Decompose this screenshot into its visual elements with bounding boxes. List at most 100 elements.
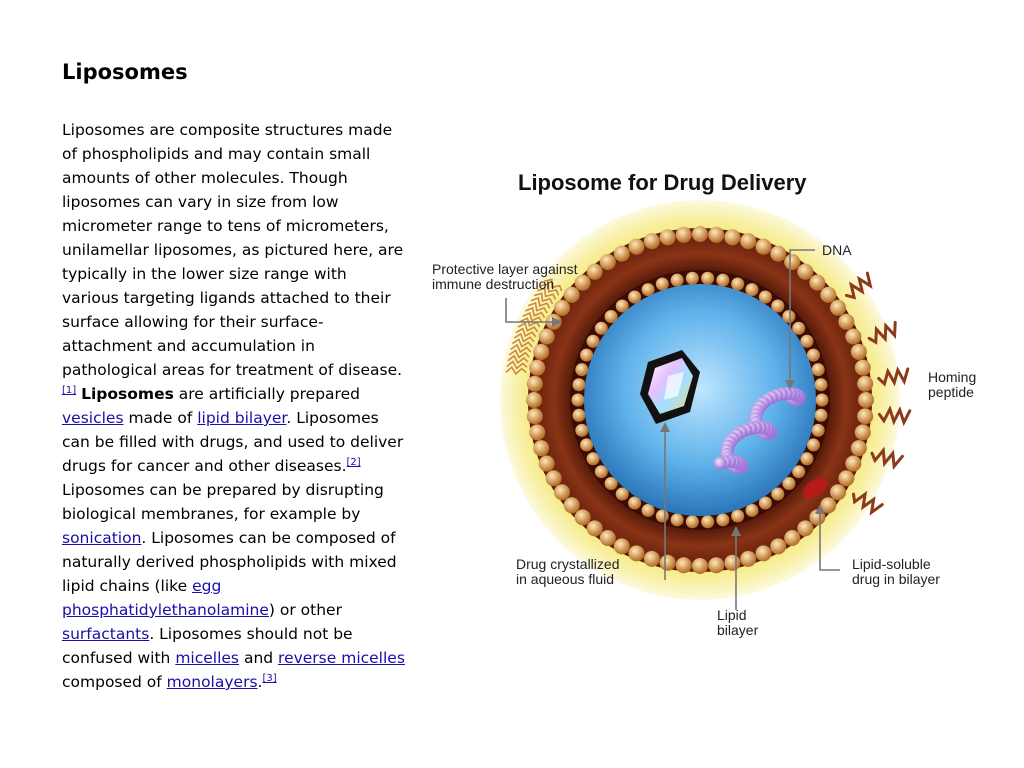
lipid-head xyxy=(716,273,730,287)
polymer-strand xyxy=(507,354,529,365)
lipid-head xyxy=(820,286,837,303)
label-drug-crystallized: Drug crystallized in aqueous fluid xyxy=(516,556,620,587)
lipid-head xyxy=(854,424,871,441)
figure-title: Liposome for Drug Delivery xyxy=(518,170,807,195)
inner-lipid-heads xyxy=(571,271,829,529)
lipid-head xyxy=(538,455,555,472)
link-lipid-bilayer[interactable]: lipid bilayer xyxy=(197,409,287,427)
lipid-head xyxy=(670,513,684,527)
lipid-head xyxy=(830,299,847,316)
text-segment: and xyxy=(239,649,279,667)
lipid-head xyxy=(838,313,855,330)
link-vesicles[interactable]: vesicles xyxy=(62,409,124,427)
lipid-head xyxy=(675,226,692,243)
label-lipid-bilayer: Lipid bilayer xyxy=(717,607,759,638)
lipid-head xyxy=(701,515,715,529)
lipid-head xyxy=(641,283,655,297)
lipid-head xyxy=(613,245,630,262)
lipid-head xyxy=(857,408,874,425)
lipid-head xyxy=(526,408,543,425)
citation-link-1[interactable]: [1] xyxy=(62,384,77,396)
lipid-head xyxy=(820,497,837,514)
lipid-head xyxy=(806,348,820,362)
lipid-head xyxy=(563,497,580,514)
link-egg[interactable]: egg xyxy=(192,577,222,595)
polymer-strand xyxy=(533,292,554,305)
citation-link-3[interactable]: [3] xyxy=(262,672,277,684)
lipid-head xyxy=(655,277,669,291)
lipid-head xyxy=(574,274,591,291)
lipid-head xyxy=(845,328,862,345)
lipid-head xyxy=(716,513,730,527)
lipid-head xyxy=(553,484,570,501)
text-segment: . Liposomes can be composed of naturally… xyxy=(62,529,397,595)
homing-peptide xyxy=(870,446,904,471)
polymer-strand xyxy=(506,360,528,370)
link-reverse-micelles[interactable]: reverse micelles xyxy=(278,649,405,667)
lipid-head xyxy=(850,440,867,457)
citation-link-2[interactable]: [2] xyxy=(346,456,361,468)
link-micelles[interactable]: micelles xyxy=(175,649,240,667)
lipid-head xyxy=(708,557,725,574)
lipid-head xyxy=(685,515,699,529)
lipid-head xyxy=(575,363,589,377)
lipid-head xyxy=(811,363,825,377)
link-surfactants[interactable]: surfactants xyxy=(62,625,150,643)
lipid-head xyxy=(792,321,806,335)
link-phosphatidylethanolamine[interactable]: phosphatidylethanolamine xyxy=(62,601,269,619)
lipid-head xyxy=(563,286,580,303)
lipid-head xyxy=(806,438,820,452)
lipid-head xyxy=(599,253,616,270)
homing-peptide xyxy=(867,320,897,345)
lipid-head xyxy=(784,530,801,547)
lipid-head xyxy=(615,299,629,313)
lipid-head xyxy=(529,359,546,376)
lipid-head xyxy=(604,309,618,323)
polymer-strand xyxy=(525,306,546,319)
lipid-head xyxy=(599,530,616,547)
text-segment: ) or other xyxy=(268,601,342,619)
lipid-head xyxy=(526,392,542,408)
polymer-strand xyxy=(510,343,532,354)
link-monolayers[interactable]: monolayers xyxy=(166,673,258,691)
homing-peptide xyxy=(877,405,912,427)
lipid-head xyxy=(526,375,543,392)
polymer-strand xyxy=(520,317,541,328)
lipid-head xyxy=(586,452,600,466)
polymer-strand xyxy=(522,311,543,323)
text-segment: . Liposomes should not be confused with xyxy=(62,625,353,667)
citation-3[interactable]: [3] xyxy=(262,673,276,684)
text-segment: composed of xyxy=(62,673,167,691)
text-segment: Liposomes can be prepared by disrupting … xyxy=(62,481,384,523)
text-segment: . xyxy=(257,673,263,691)
lipid-head xyxy=(830,484,847,501)
bold-term: Liposomes xyxy=(81,385,174,403)
label-protective-layer: Protective layer against immune destruct… xyxy=(432,261,578,292)
homing-peptide xyxy=(845,271,873,300)
lipid-head xyxy=(628,545,645,562)
lipid-head xyxy=(800,334,814,348)
polymer-strand xyxy=(513,332,535,343)
lipid-head xyxy=(575,423,589,437)
lipid-head xyxy=(670,273,684,287)
lipid-head xyxy=(724,554,741,571)
leader-lines xyxy=(505,249,840,610)
citation-2[interactable]: [2] xyxy=(347,457,361,468)
lipid-head xyxy=(553,299,570,316)
lipid-head xyxy=(628,290,642,304)
polymer-strand xyxy=(540,283,560,296)
lipid-head xyxy=(792,465,806,479)
citation-1[interactable]: [1] xyxy=(62,385,76,396)
link-sonication[interactable]: sonication xyxy=(62,529,142,547)
lipid-head xyxy=(782,477,796,491)
lipid-head xyxy=(643,550,660,567)
polymer-strand xyxy=(527,301,548,314)
polymer-strand xyxy=(530,297,551,309)
lipid-head xyxy=(797,520,814,537)
lipid-head xyxy=(850,343,867,360)
polymer-strand xyxy=(515,327,537,338)
lipid-head xyxy=(731,509,745,523)
lipid-head xyxy=(655,509,669,523)
text-segment: Liposomes are composite structures made … xyxy=(62,121,404,379)
lipid-head xyxy=(838,470,855,487)
